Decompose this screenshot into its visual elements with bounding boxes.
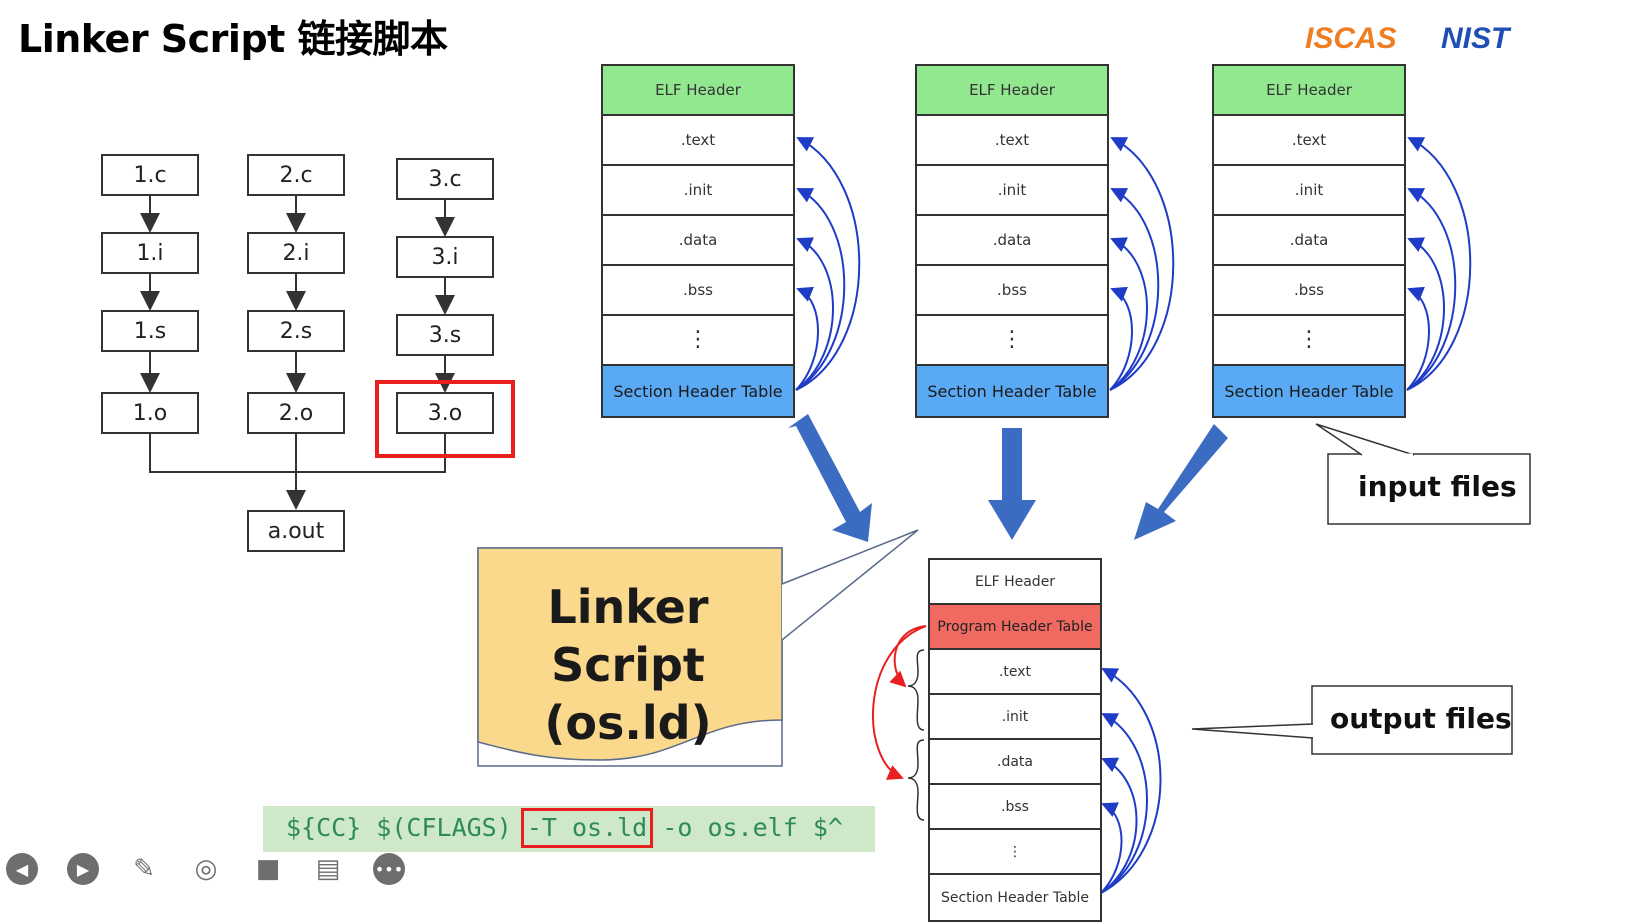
section-bss: .bss xyxy=(1214,266,1404,316)
section-arrows xyxy=(795,137,1472,894)
file-2c: 2.c xyxy=(247,154,345,196)
linker-script-text: Linker Script (os.ld) xyxy=(478,578,778,752)
section-text: .text xyxy=(603,116,793,166)
file-1i: 1.i xyxy=(101,232,199,274)
linker-script-file: (os.ld) xyxy=(544,696,712,750)
file-1s: 1.s xyxy=(101,310,199,352)
section-header-table: Section Header Table xyxy=(1214,366,1404,416)
section-text: .text xyxy=(917,116,1107,166)
file-1c: 1.c xyxy=(101,154,199,196)
section-more: ⋮ xyxy=(1214,316,1404,366)
prev-icon[interactable]: ◀ xyxy=(6,853,38,885)
linker-script-title: Linker Script xyxy=(547,580,709,692)
section-init: .init xyxy=(917,166,1107,216)
section-init: .init xyxy=(930,695,1100,740)
section-more: ⋮ xyxy=(917,316,1107,366)
section-data: .data xyxy=(930,740,1100,785)
pen-icon[interactable]: ✎ xyxy=(133,854,155,884)
section-header-table: Section Header Table xyxy=(917,366,1107,416)
file-aout: a.out xyxy=(247,510,345,552)
camera-icon[interactable]: ■ xyxy=(255,854,281,884)
section-text: .text xyxy=(1214,116,1404,166)
iscas-logo: ISCAS xyxy=(1305,22,1397,55)
highlight-3o xyxy=(375,380,515,458)
file-3s: 3.s xyxy=(396,314,494,356)
input-files-label: input files xyxy=(1358,470,1517,503)
more-icon[interactable]: ••• xyxy=(373,853,405,885)
input-elf-1: ELF Header .text .init .data .bss ⋮ Sect… xyxy=(601,64,795,418)
program-header-table: Program Header Table xyxy=(930,605,1100,650)
elf-header: ELF Header xyxy=(1214,66,1404,116)
option-highlight xyxy=(520,808,654,848)
section-data: .data xyxy=(1214,216,1404,266)
input-elf-2: ELF Header .text .init .data .bss ⋮ Sect… xyxy=(915,64,1109,418)
link-command: ${CC} $(CFLAGS) -T os.ld -o os.elf $^ xyxy=(286,808,843,848)
section-bss: .bss xyxy=(603,266,793,316)
play-icon[interactable]: ▶ xyxy=(67,853,99,885)
file-2s: 2.s xyxy=(247,310,345,352)
comment-icon[interactable]: ▤ xyxy=(315,854,341,884)
file-3i: 3.i xyxy=(396,236,494,278)
output-elf: ELF Header Program Header Table .text .i… xyxy=(928,558,1102,922)
command-suffix: -o os.elf $^ xyxy=(647,813,843,842)
file-1o: 1.o xyxy=(101,392,199,434)
section-header-table: Section Header Table xyxy=(930,875,1100,920)
command-option: -T os.ld xyxy=(520,808,654,848)
input-elf-3: ELF Header .text .init .data .bss ⋮ Sect… xyxy=(1212,64,1406,418)
linker-script-note xyxy=(477,529,919,767)
section-header-table: Section Header Table xyxy=(603,366,793,416)
section-data: .data xyxy=(603,216,793,266)
link-arrows xyxy=(788,414,1228,542)
output-files-callout xyxy=(1191,685,1513,755)
file-2i: 2.i xyxy=(247,232,345,274)
file-3o: 3.o xyxy=(396,392,494,434)
page-title: Linker Script 链接脚本 xyxy=(18,17,448,61)
screenshot-icon[interactable]: ◎ xyxy=(194,854,218,884)
elf-header: ELF Header xyxy=(917,66,1107,116)
nist-logo: NIST xyxy=(1441,22,1510,55)
output-files-label: output files xyxy=(1330,702,1512,735)
file-3c: 3.c xyxy=(396,158,494,200)
file-2o: 2.o xyxy=(247,392,345,434)
command-bar xyxy=(263,806,875,852)
input-files-callout xyxy=(1315,423,1531,525)
program-header-arrows xyxy=(872,625,927,780)
compile-arrows xyxy=(140,196,455,393)
section-bss: .bss xyxy=(930,785,1100,830)
section-bss: .bss xyxy=(917,266,1107,316)
section-more: ⋮ xyxy=(930,830,1100,875)
section-text: .text xyxy=(930,650,1100,695)
command-prefix: ${CC} $(CFLAGS) xyxy=(286,813,527,842)
command-option-text: -T os.ld xyxy=(526,813,648,842)
section-more: ⋮ xyxy=(603,316,793,366)
section-data: .data xyxy=(917,216,1107,266)
section-init: .init xyxy=(1214,166,1404,216)
section-init: .init xyxy=(603,166,793,216)
elf-header: ELF Header xyxy=(603,66,793,116)
elf-header: ELF Header xyxy=(930,560,1100,605)
